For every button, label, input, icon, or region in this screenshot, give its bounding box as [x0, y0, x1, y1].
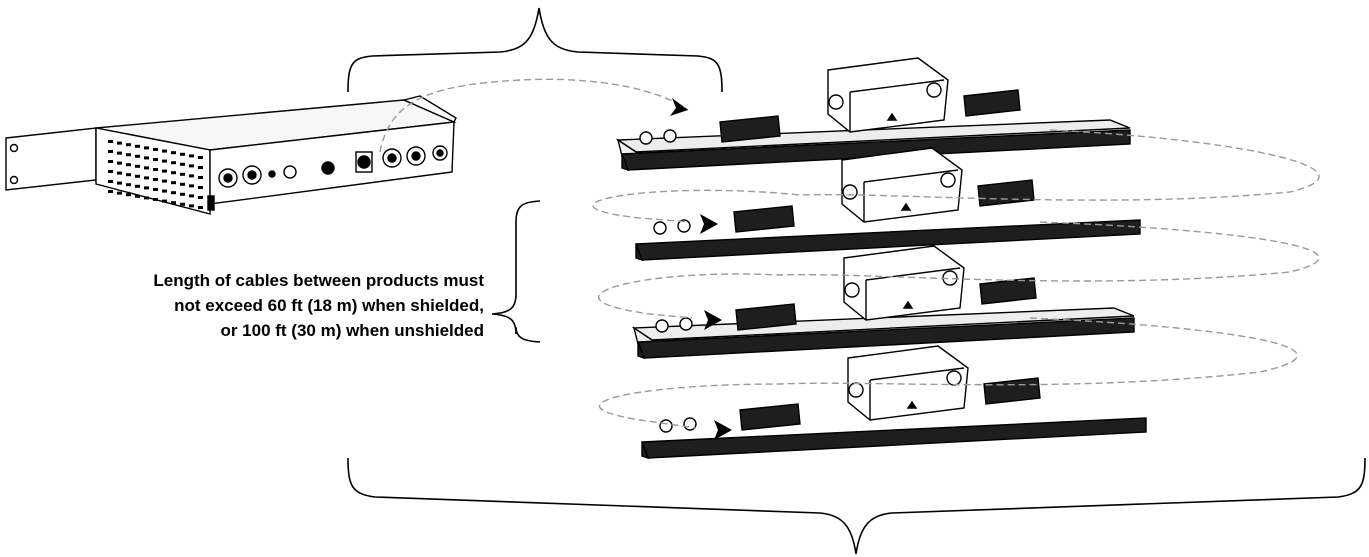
cable-fixture-3-to-4	[598, 317, 1298, 429]
cable-length-note: Length of cables between products must n…	[0, 268, 484, 343]
cable-arrowheads	[670, 98, 732, 440]
cable-note-line-2: not exceed 60 ft (18 m) when shielded,	[174, 296, 484, 315]
arrowhead-icon	[670, 98, 688, 116]
fixtures-group	[615, 57, 1147, 460]
rack-mount-controller-icon	[5, 95, 457, 215]
linear-fixture-icon	[631, 245, 1135, 360]
controller-vents	[108, 140, 203, 209]
bottom-brace	[347, 457, 1366, 555]
cable-fixture-1-to-2	[592, 129, 1320, 223]
cable-fixture-2-to-3	[597, 221, 1320, 319]
top-brace	[347, 7, 723, 93]
arrowhead-icon	[714, 420, 732, 440]
arrowhead-icon	[704, 310, 722, 330]
cable-note-line-1: Length of cables between products must	[153, 271, 484, 290]
cables	[379, 78, 1320, 429]
linear-fixture-icon	[615, 57, 1131, 172]
linear-fixture-icon	[641, 345, 1147, 460]
left-brace	[491, 200, 541, 343]
cable-note-line-3: or 100 ft (30 m) when unshielded	[220, 321, 484, 340]
cable-controller-to-fixture-1	[379, 78, 689, 153]
arrowhead-icon	[700, 214, 718, 234]
linear-fixture-icon	[635, 147, 1141, 262]
